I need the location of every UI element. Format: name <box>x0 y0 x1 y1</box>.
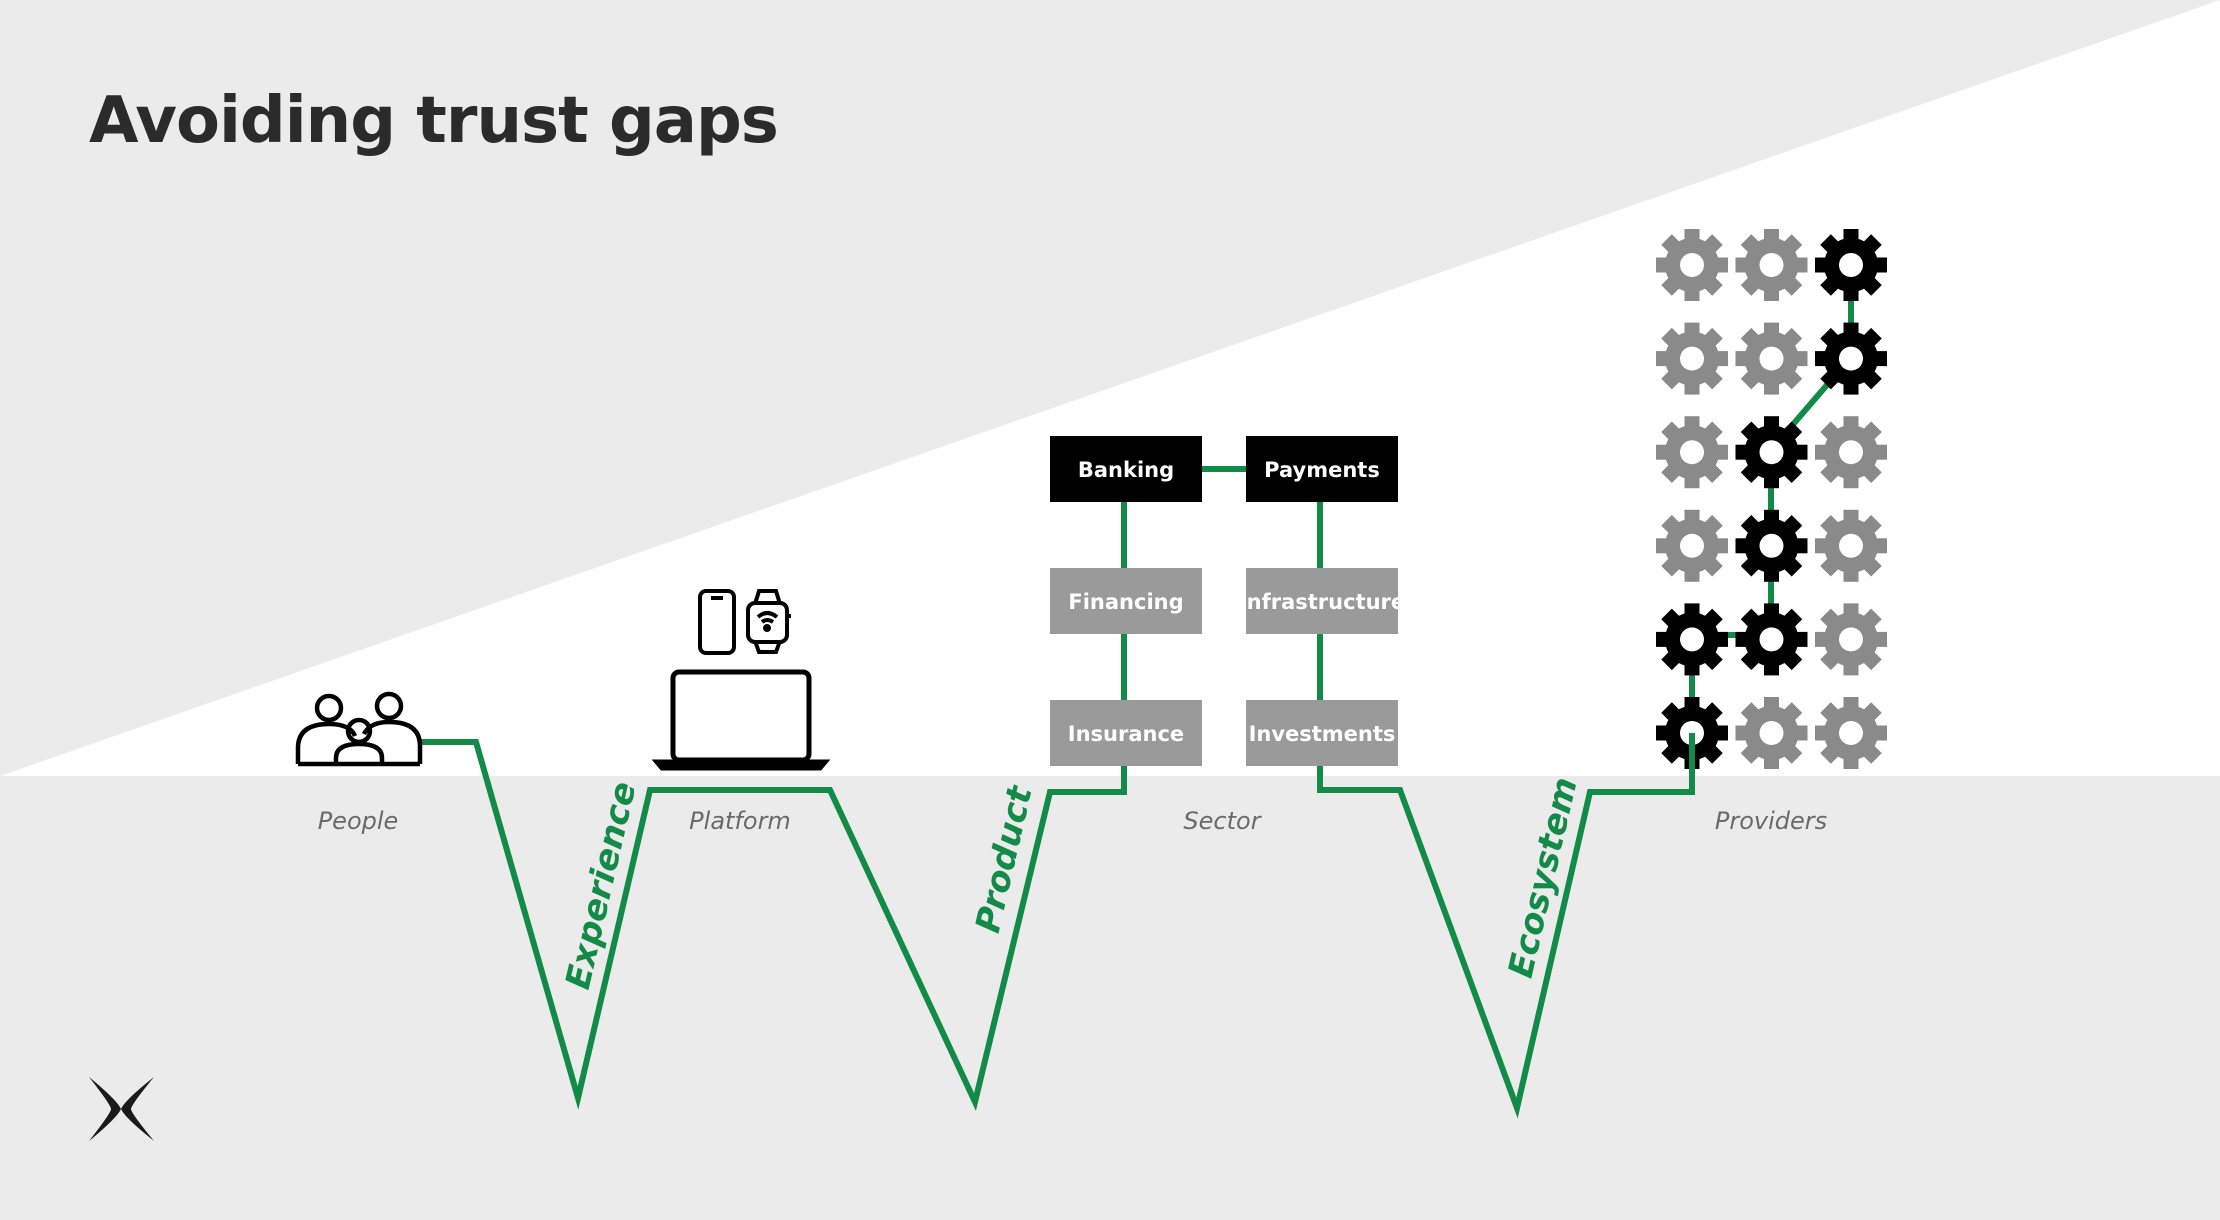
gear-icon-active <box>1815 229 1887 301</box>
sector-box-payments: Payments <box>1246 436 1398 502</box>
gear-icon-active <box>1735 603 1808 676</box>
stage-label-sector: Sector <box>1183 807 1262 835</box>
people-icon <box>295 691 423 767</box>
sector-box-label: Payments <box>1264 458 1380 482</box>
sector-box-infrastructure: Infrastructure <box>1239 568 1405 634</box>
gear-icon <box>1815 697 1887 769</box>
stage-label-people: People <box>318 807 399 835</box>
gear-icon <box>1735 697 1808 769</box>
sector-box-label: Infrastructure <box>1239 590 1405 614</box>
page-title: Avoiding trust gaps <box>89 84 779 158</box>
sector-box-label: Insurance <box>1068 722 1184 746</box>
trust-wedge <box>0 0 2220 776</box>
stage-label-platform: Platform <box>689 807 791 835</box>
sector-box-financing: Financing <box>1050 568 1202 634</box>
gap-label-experience: Experience <box>558 778 645 993</box>
sector-box-banking: Banking <box>1050 436 1202 502</box>
sector-box-insurance: Insurance <box>1050 700 1202 766</box>
sector-box-investments: Investments <box>1246 700 1398 766</box>
sector-box-label: Financing <box>1068 590 1183 614</box>
gear-icon <box>1735 322 1808 395</box>
gear-icon <box>1656 416 1728 489</box>
gear-icon-active <box>1735 416 1808 489</box>
stage-label-providers: Providers <box>1715 807 1827 835</box>
gear-icon <box>1815 603 1887 676</box>
gear-icon <box>1815 509 1887 582</box>
logo-star-icon <box>89 1077 154 1141</box>
sector-box-label: Banking <box>1078 458 1174 482</box>
gear-icon <box>1735 229 1808 301</box>
gear-icon <box>1815 416 1887 489</box>
phone-icon <box>698 589 736 655</box>
laptop-icon <box>651 669 831 771</box>
gear-icon-active <box>1815 322 1887 395</box>
gear-icon-active <box>1735 509 1808 582</box>
gap-label-product: Product <box>968 781 1041 937</box>
trust-path <box>420 733 1695 1119</box>
gear-icon <box>1656 509 1728 582</box>
smartwatch-icon <box>746 589 791 654</box>
sector-box-label: Investments <box>1249 722 1396 746</box>
gear-icon <box>1656 229 1728 301</box>
gear-icon <box>1656 322 1728 395</box>
gear-icon-active <box>1656 603 1728 676</box>
